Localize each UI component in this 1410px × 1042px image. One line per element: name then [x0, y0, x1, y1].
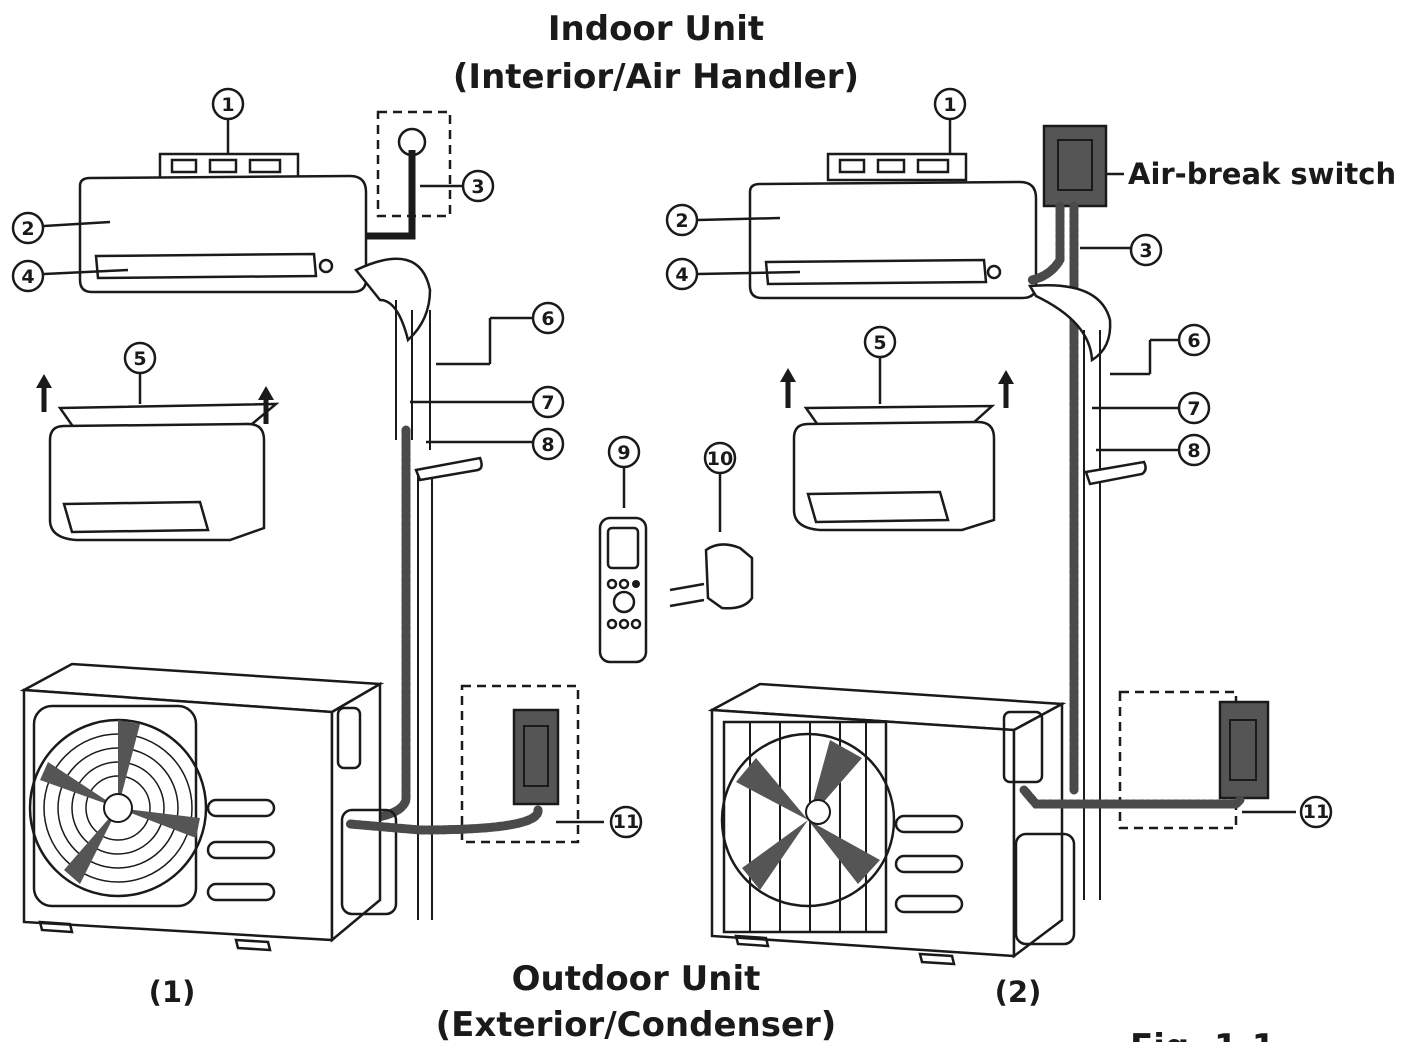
callout-7b: 7 [1187, 398, 1200, 420]
callout-6b: 6 [1187, 330, 1200, 352]
callout-7: 7 [541, 392, 554, 414]
air-break-switch [1042, 124, 1108, 208]
outdoor-title-line1: Outdoor Unit [512, 959, 761, 999]
indoor-unit-rear-1 [36, 374, 280, 542]
callout-11b: 11 [1303, 801, 1329, 823]
indoor-unit-1 [78, 174, 368, 294]
outdoor-unit-2 [707, 682, 1076, 966]
outdoor-title-line2: (Exterior/Condenser) [436, 1005, 837, 1042]
outdoor-unit-1 [19, 662, 398, 952]
callout-8b: 8 [1187, 440, 1200, 462]
callout-1: 1 [221, 94, 234, 116]
indoor-unit-2 [748, 180, 1038, 300]
indoor-title-line1: Indoor Unit [548, 9, 764, 49]
callout-2: 2 [21, 218, 34, 240]
callout-6: 6 [541, 308, 554, 330]
remote-holder [669, 543, 754, 610]
callout-4b: 4 [675, 264, 688, 286]
panel-label-1: (1) [149, 975, 196, 1009]
indoor-title-line2: (Interior/Air Handler) [453, 57, 859, 97]
callout-8: 8 [541, 434, 554, 456]
callout-5b: 5 [873, 332, 886, 354]
panel-2: Air-break switch [665, 87, 1396, 966]
figure-label: Fig. 1-1 [1130, 1027, 1275, 1042]
callout-1b: 1 [943, 94, 956, 116]
remote-controller [598, 516, 648, 664]
callout-numbers: 1 2 3 4 5 6 7 8 9 10 11 1 2 3 4 5 6 7 8 … [21, 94, 1329, 833]
panel-label-2: (2) [995, 975, 1042, 1009]
callout-2b: 2 [675, 210, 688, 232]
callout-11: 11 [613, 811, 639, 833]
callout-10: 10 [707, 448, 733, 470]
panel-1 [11, 87, 643, 952]
callout-3b: 3 [1139, 240, 1152, 262]
indoor-unit-rear-2 [780, 368, 1014, 532]
mounting-plate-2 [826, 152, 968, 182]
switch-box-1 [460, 684, 580, 844]
callout-9: 9 [617, 442, 630, 464]
callout-4: 4 [21, 266, 34, 288]
callout-5: 5 [133, 348, 146, 370]
callout-3: 3 [471, 176, 484, 198]
air-break-switch-label: Air-break switch [1128, 157, 1396, 191]
